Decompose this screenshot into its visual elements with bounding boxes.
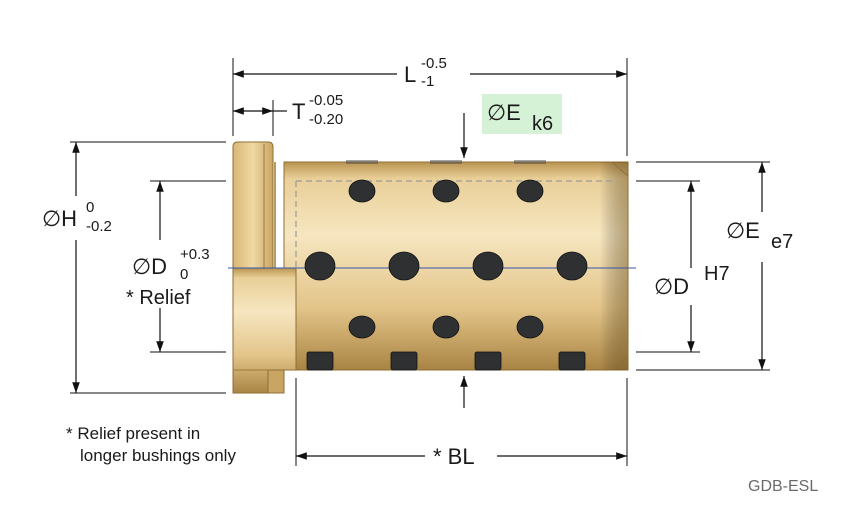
- dim-D-H7-fit: H7: [704, 263, 730, 285]
- dim-H-label: ∅H 0 -0.2: [42, 199, 112, 235]
- bushing-body: [228, 141, 636, 394]
- part-code: GDB-ESL: [748, 478, 818, 495]
- graphite-plug: [556, 251, 588, 281]
- graphite-plug: [348, 315, 376, 339]
- dim-D-relief-symbol: ∅D: [132, 254, 167, 279]
- graphite-plug-edge-top: [346, 160, 378, 164]
- dim-E-k6-label: ∅E k6: [482, 94, 562, 135]
- dim-E-k6-fit: k6: [532, 113, 553, 135]
- footnote-line-1: * Relief present in: [66, 424, 200, 443]
- dim-D-relief-tol-upper: +0.3: [180, 246, 210, 263]
- dim-H-symbol: ∅H: [42, 206, 77, 231]
- dim-E-e7-symbol: ∅E: [726, 218, 760, 243]
- flange: [232, 141, 274, 269]
- dim-L-tol-upper: -0.5: [421, 55, 447, 72]
- dim-E-k6-highlight: [482, 94, 562, 134]
- dimension-lines: [72, 70, 766, 460]
- graphite-plug-edge: [474, 351, 502, 371]
- dim-T-label: T -0.05 -0.20: [292, 92, 343, 128]
- dim-D-relief-tol-lower: 0: [180, 266, 188, 283]
- graphite-plug-edge: [558, 351, 586, 371]
- dim-D-relief-note: * Relief: [126, 287, 191, 309]
- dim-T-tol-upper: -0.05: [309, 92, 343, 109]
- dim-H-tol-upper: 0: [86, 199, 94, 216]
- dim-H-tol-lower: -0.2: [86, 218, 112, 235]
- flange-notch: [267, 369, 285, 394]
- dim-L-label: L -0.5 -1: [404, 55, 447, 90]
- graphite-plug: [516, 179, 544, 203]
- graphite-plug-edge-top: [430, 160, 462, 164]
- graphite-plug: [388, 251, 420, 281]
- graphite-plug-edge-top: [514, 160, 546, 164]
- dim-D-H7-symbol: ∅D: [654, 274, 689, 299]
- dim-E-e7-fit: e7: [771, 231, 793, 253]
- graphite-plug: [432, 179, 460, 203]
- dim-T-tol-lower: -0.20: [309, 111, 343, 128]
- dim-E-k6-symbol: ∅E: [487, 100, 521, 125]
- sleeve-end-shade: [600, 162, 628, 370]
- graphite-plug: [472, 251, 504, 281]
- graphite-plug: [348, 179, 376, 203]
- dim-BL-label: * BL: [433, 444, 475, 469]
- graphite-plug: [432, 315, 460, 339]
- dim-L-tol-lower: -1: [421, 73, 434, 90]
- graphite-plug-edge: [306, 351, 334, 371]
- footnote-line-2: longer bushings only: [80, 446, 236, 465]
- dim-E-e7-label: ∅E e7: [726, 218, 793, 253]
- flange-step: [232, 267, 297, 394]
- dim-D-H7-label: ∅D H7: [654, 263, 730, 299]
- dim-T-symbol: T: [292, 99, 305, 124]
- graphite-plug-edge: [390, 351, 418, 371]
- dim-L-symbol: L: [404, 62, 416, 87]
- dim-D-relief-label: ∅D +0.3 0 * Relief: [126, 246, 210, 309]
- graphite-plug: [304, 251, 336, 281]
- right-chamfer: [611, 161, 629, 371]
- graphite-plug: [516, 315, 544, 339]
